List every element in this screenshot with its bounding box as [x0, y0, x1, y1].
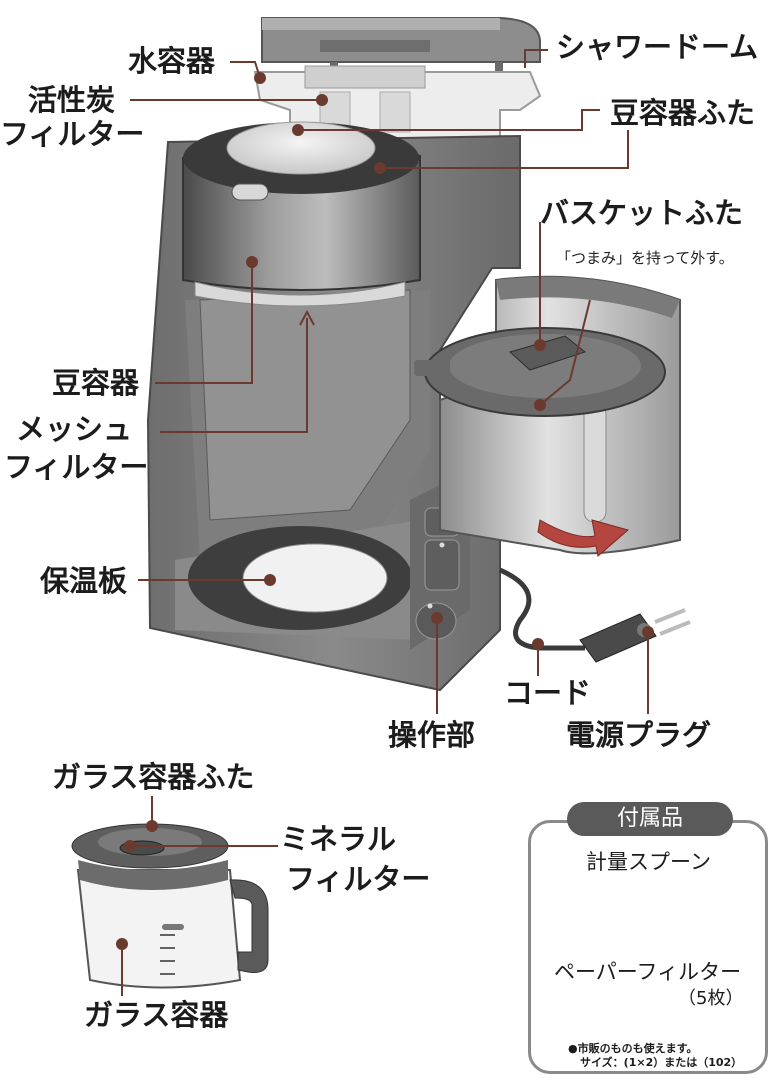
- label-charcoal-filter-line1: 活性炭: [28, 83, 116, 117]
- label-carafe-lid: ガラス容器ふた: [52, 760, 255, 794]
- leader-basket-lid-2: [539, 299, 591, 406]
- label-control-panel: 操作部: [388, 718, 476, 752]
- leader-carafe-lid-dot: [146, 820, 158, 832]
- label-shower-dome: シャワードーム: [556, 30, 759, 64]
- leader-basket-lid-dot: [534, 339, 546, 351]
- leader-bean-lid-2-dot: [374, 162, 386, 174]
- label-mesh-filter-line1: メッシュ: [16, 412, 133, 446]
- label-cord: コード: [504, 676, 592, 710]
- leader-power-plug-dot: [642, 626, 654, 638]
- cord-and-plug: [498, 567, 691, 663]
- leader-water-tank-dot: [254, 72, 266, 84]
- leader-warming-plate-dot: [264, 574, 276, 586]
- label-charcoal-filter-line2: フィルター: [0, 117, 145, 151]
- leader-bean-lid: [298, 109, 600, 131]
- mesh-filter-pointer: [299, 309, 315, 330]
- accessory-paper-count: （5枚）: [678, 988, 744, 1009]
- leader-bean-lid-2: [380, 130, 629, 169]
- label-basket-note: 「つまみ」を持って外す。: [556, 249, 734, 267]
- label-carafe: ガラス容器: [84, 998, 229, 1032]
- leader-dots: [116, 72, 654, 950]
- leader-mineral-filter-dot: [124, 840, 136, 852]
- accessories-title: 付属品: [567, 802, 733, 836]
- leader-mesh-filter: [160, 330, 308, 433]
- basket-part: [414, 275, 681, 557]
- leader-control-panel-dot: [431, 612, 443, 624]
- label-mineral-filter-line1: ミネラル: [280, 822, 397, 856]
- label-bean-container: 豆容器: [52, 366, 140, 400]
- leader-bean-container: [155, 262, 253, 384]
- carafe-part: [71, 823, 269, 989]
- label-water-tank: 水容器: [128, 44, 216, 78]
- leader-shower-dome: [524, 49, 548, 68]
- label-mineral-filter-line2: フィルター: [286, 862, 431, 896]
- label-warming-plate: 保温板: [40, 564, 128, 598]
- accessory-spoon-label: 計量スプーン: [586, 850, 711, 874]
- leader-charcoal-filter-dot: [316, 94, 328, 106]
- accessories-panel: [528, 820, 768, 1074]
- label-power-plug: 電源プラグ: [566, 718, 712, 752]
- accessory-note-line2: サイズ：(1×2）または（102）: [580, 1056, 743, 1069]
- leader-bean-lid-dot: [292, 124, 304, 136]
- bean-container-part: [182, 121, 421, 307]
- shower-dome-part: [261, 17, 541, 80]
- leader-basket-lid-2-dot: [534, 399, 546, 411]
- leader-cord-dot: [532, 638, 544, 650]
- leader-bean-container-dot: [246, 256, 258, 268]
- label-mesh-filter-line2: フィルター: [4, 450, 149, 484]
- label-bean-lid: 豆容器ふた: [610, 96, 756, 130]
- accessory-note-line1: ●市販のものも使えます。: [568, 1042, 698, 1055]
- label-basket-lid: バスケットふた: [540, 196, 744, 230]
- accessory-paper-filter-label: ペーパーフィルター: [554, 960, 742, 984]
- leader-carafe-dot: [116, 938, 128, 950]
